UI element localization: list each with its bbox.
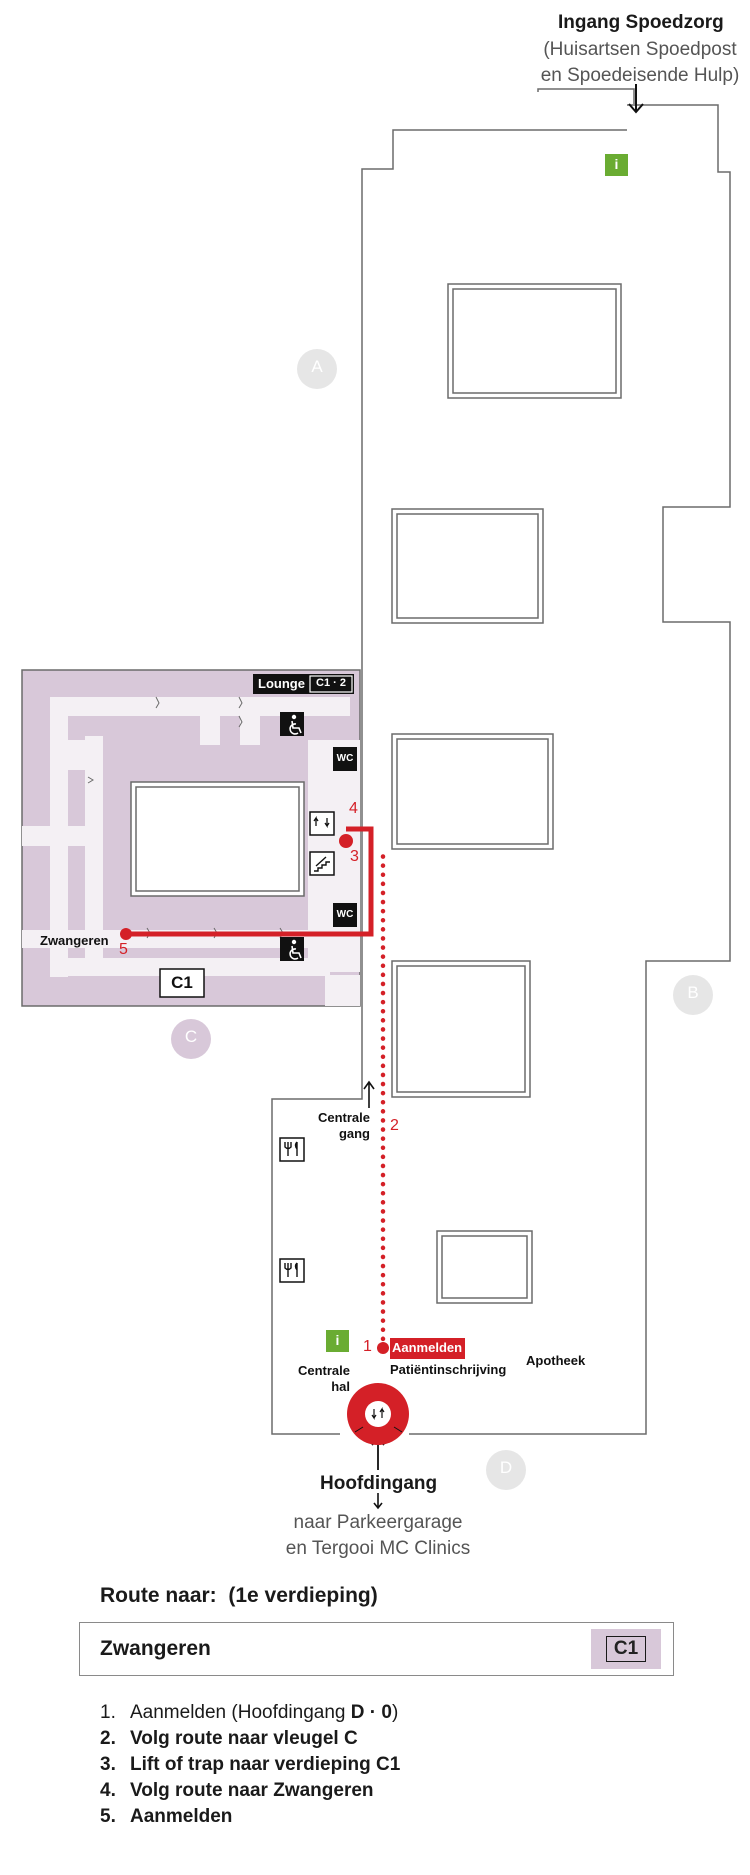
wing-badges <box>171 349 713 1490</box>
zwangeren-label: Zwangeren <box>40 933 109 948</box>
restaurant-icon <box>279 1258 305 1283</box>
info-icon-letter: i <box>614 156 619 172</box>
hoofdingang-subtitle-line2: en Tergooi MC Clinics <box>285 1537 471 1559</box>
centrale-gang-line2: gang <box>338 1126 370 1141</box>
wc-label: WC <box>336 909 354 920</box>
route-heading: Route naar: (1e verdieping) <box>100 1584 378 1608</box>
centrale-gang-line1: Centrale <box>317 1110 370 1125</box>
floor-map <box>21 84 731 1510</box>
route-heading-floor: (1e verdieping) <box>228 1584 378 1607</box>
apotheek-label: Apotheek <box>526 1353 586 1368</box>
entrance-spoedzorg-subtitle-line2: en Spoedeisende Hulp) <box>540 64 740 86</box>
route-step-number: 4. <box>100 1780 116 1801</box>
route-step: 1. Aanmelden (Hoofdingang D · 0) <box>100 1700 400 1726</box>
route-solid <box>126 826 374 937</box>
wing-c-floor <box>21 669 361 1007</box>
route-marker-5: 5 <box>119 941 128 958</box>
lounge-code-box <box>309 675 353 693</box>
route-destination-tag: C1 <box>591 1629 661 1669</box>
wing-b-letter: B <box>687 983 699 1002</box>
route-marker-2: 2 <box>390 1117 399 1134</box>
route-steps: 1. Aanmelden (Hoofdingang D · 0) 2. Volg r… <box>100 1700 400 1830</box>
c1-floor-label: C1 <box>171 973 193 992</box>
route-step-number: 1. <box>100 1702 116 1723</box>
building-outline <box>271 88 731 1435</box>
aanmelden-box <box>390 1338 465 1359</box>
route-dot-start <box>377 1342 389 1354</box>
wing-a-letter: A <box>311 357 323 376</box>
centrale-hal-line1: Centrale <box>297 1363 350 1378</box>
wc-icon <box>333 903 357 927</box>
entrance-spoedzorg-subtitle-line1: (Huisartsen Spoedpost <box>543 39 737 60</box>
hoofdingang-subtitle-line1: naar Parkeergarage <box>293 1512 463 1533</box>
route-step: 3. Lift of trap naar verdieping C1 <box>100 1752 400 1778</box>
route-dot-end <box>120 928 132 940</box>
centrale-hal-line2: hal <box>331 1379 350 1394</box>
wing-a-badge <box>297 349 337 389</box>
route-dot-lift <box>339 834 353 848</box>
route-step: 4. Volg route naar Zwangeren <box>100 1778 400 1804</box>
route-step-number: 5. <box>100 1806 116 1827</box>
centrale-gang-label: Centrale gang <box>300 1110 370 1142</box>
centrale-hal-label: Centrale hal <box>280 1363 350 1395</box>
accessible-toilet-icon <box>280 937 304 961</box>
route-step-code: D · 0 <box>350 1702 392 1723</box>
route-step-text: Aanmelden <box>130 1806 233 1827</box>
restaurant-icon <box>279 1137 305 1162</box>
hoofdingang-subtitle: naar Parkeergarage en Tergooi MC Clinics <box>265 1510 491 1561</box>
entrance-spoedzorg-title: Ingang Spoedzorg <box>558 12 724 33</box>
route-step-number: 3. <box>100 1754 116 1775</box>
route-step-text: Volg route naar Zwangeren <box>130 1780 374 1801</box>
wing-d-letter: D <box>499 1458 513 1477</box>
route-step-number: 2. <box>100 1728 116 1749</box>
route-marker-1: 1 <box>363 1338 372 1355</box>
wing-c-badge <box>171 1019 211 1059</box>
wing-b-badge <box>673 975 713 1015</box>
lounge-code: C1 · 2 <box>316 677 346 689</box>
route-marker-4: 4 <box>349 800 358 817</box>
wc-label: WC <box>336 753 354 764</box>
patientinschrijving-label: Patiëntinschrijving <box>390 1362 507 1377</box>
route-marker-3: 3 <box>350 848 359 865</box>
hoofdingang-title: Hoofdingang <box>320 1473 438 1494</box>
route-step-text: Lift of trap naar verdieping C1 <box>130 1754 401 1775</box>
route-destination-box: Zwangeren C1 <box>79 1622 674 1676</box>
route-step-text: Volg route naar vleugel C <box>130 1728 358 1749</box>
arrow-down-icon <box>373 1493 383 1510</box>
wc-icon <box>333 747 357 771</box>
entrance-spoedzorg-subtitle: (Huisartsen Spoedpost en Spoedeisende Hu… <box>535 37 745 88</box>
route-destination: Zwangeren <box>100 1637 211 1660</box>
c1-floor-tag <box>159 968 205 998</box>
route-heading-prefix: Route naar: <box>100 1584 217 1607</box>
info-icon-letter: i <box>335 1332 340 1348</box>
wing-c-letter: C <box>184 1027 198 1046</box>
info-icon <box>326 1330 349 1352</box>
arrow-down-icon <box>628 84 644 114</box>
route-step-text: Aanmelden (Hoofdingang <box>130 1702 351 1723</box>
route-step-suffix: ) <box>391 1702 399 1723</box>
accessible-toilet-icon <box>280 712 304 736</box>
wing-d-badge <box>486 1450 526 1490</box>
aanmelden-map-label: Aanmelden <box>392 1340 463 1355</box>
lounge-label: Lounge <box>258 676 305 691</box>
arrow-up-icon <box>363 1080 375 1108</box>
route-step: 2. Volg route naar vleugel C <box>100 1726 400 1752</box>
info-icon <box>605 154 628 176</box>
stairs-icon <box>309 851 335 876</box>
route-destination-code: C1 <box>606 1636 646 1662</box>
route-step: 5. Aanmelden <box>100 1804 400 1830</box>
elevator-icon <box>309 811 335 836</box>
courtyard <box>391 283 622 1304</box>
